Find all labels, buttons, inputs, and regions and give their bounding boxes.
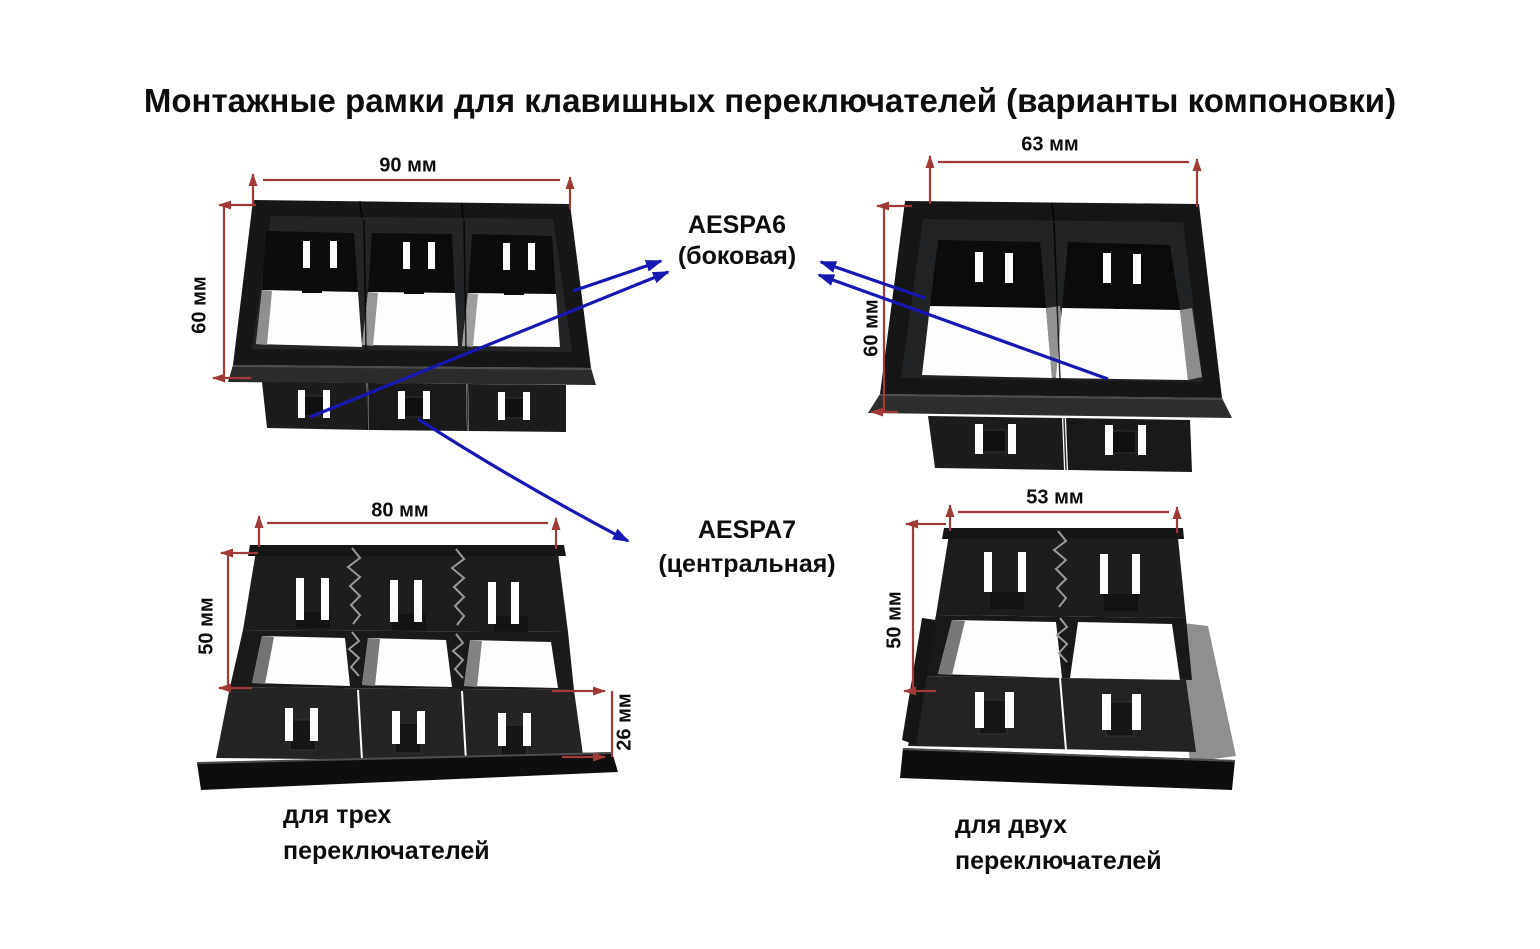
label-aespa7-kind: (центральная) (658, 550, 836, 578)
dim-width-three-back: 80 мм (371, 499, 429, 522)
dim-width-three-front: 90 мм (379, 154, 437, 177)
dimension-lines (212, 155, 1202, 762)
frame-three-gang-back-photo (196, 545, 618, 790)
label-aespa7: AESPA7 (центральная) (658, 513, 835, 581)
frame-two-gang-front-photo (868, 201, 1232, 472)
dim-depth-three-back: 26 мм (613, 693, 636, 751)
dim-width-two-back: 53 мм (1026, 486, 1084, 509)
frame-two-gang-back-photo (900, 528, 1236, 790)
label-aespa6-code: AESPA6 (687, 211, 787, 239)
caption-three-switches: для трех переключателей (283, 801, 490, 865)
label-aespa6: AESPA6 (боковая) (678, 210, 796, 272)
label-aespa6-kind: (боковая) (677, 242, 797, 270)
dim-height-three-back: 50 мм (195, 597, 218, 655)
dim-height-three-front: 60 мм (188, 276, 211, 334)
frame-three-gang-front-photo (228, 200, 596, 432)
page-title: Монтажные рамки для клавишных переключат… (143, 82, 1397, 119)
pointer-arrows (309, 259, 1109, 543)
dim-height-two-front: 60 мм (860, 299, 883, 357)
dim-height-two-back: 50 мм (883, 591, 906, 649)
label-aespa7-code: AESPA7 (697, 516, 797, 544)
caption-two-switches: для двух переключателей (955, 811, 1162, 875)
dim-width-two-front: 63 мм (1021, 133, 1079, 156)
